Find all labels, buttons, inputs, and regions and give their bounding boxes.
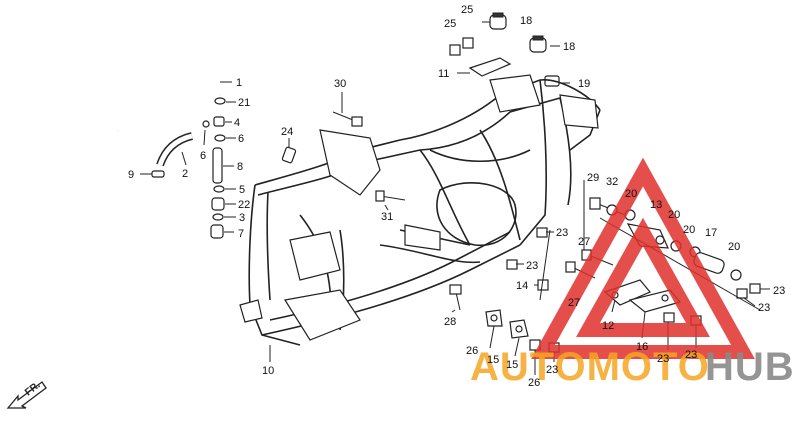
callout-15b: 15 xyxy=(506,359,518,371)
nut-23b xyxy=(506,259,518,270)
callout-23e: 23 xyxy=(546,364,558,376)
pin-24 xyxy=(281,146,297,164)
cap-18-mid xyxy=(529,35,547,53)
callout-32: 32 xyxy=(606,176,618,188)
callout-5: 5 xyxy=(239,184,245,196)
callout-20c: 20 xyxy=(683,224,695,236)
callout-9: 9 xyxy=(128,169,134,181)
callout-6a: 6 xyxy=(200,150,206,162)
callout-4: 4 xyxy=(234,117,240,129)
bolt-25a xyxy=(449,44,461,56)
callout-23f: 23 xyxy=(657,353,669,365)
callout-12: 12 xyxy=(602,320,614,332)
callout-16: 16 xyxy=(636,341,648,353)
callout-21: 21 xyxy=(238,97,250,109)
callout-22: 22 xyxy=(238,199,250,211)
callout-6b: 6 xyxy=(238,133,244,145)
nut-23a xyxy=(536,227,548,238)
callout-19: 19 xyxy=(578,78,590,90)
bracket-11 xyxy=(468,57,512,77)
callout-8: 8 xyxy=(237,161,243,173)
callout-27a: 27 xyxy=(578,236,590,248)
callout-13: 13 xyxy=(650,199,662,211)
callout-1: 1 xyxy=(236,77,242,89)
callout-26a: 26 xyxy=(466,345,478,357)
bolt-28 xyxy=(449,284,462,311)
callout-2: 2 xyxy=(182,168,188,180)
callout-14: 14 xyxy=(516,280,528,292)
watermark-text-automoto: AUTOMOTO xyxy=(470,345,710,389)
callout-23b: 23 xyxy=(526,260,538,272)
callout-23a: 23 xyxy=(556,227,568,239)
callout-25a: 25 xyxy=(444,18,456,30)
callout-23g: 23 xyxy=(685,349,697,361)
callout-3: 3 xyxy=(239,212,245,224)
watermark-logo: AUTOMOTO HUB xyxy=(470,157,795,389)
clip-5 xyxy=(213,185,225,193)
collar-20d xyxy=(730,269,742,281)
callout-20a: 20 xyxy=(625,188,637,200)
callout-7: 7 xyxy=(238,228,244,240)
watermark-text-hub: HUB xyxy=(705,345,795,389)
clip-3 xyxy=(212,213,224,221)
callout-25b: 25 xyxy=(461,4,473,16)
tube-8 xyxy=(212,147,223,184)
callout-31: 31 xyxy=(381,211,393,223)
leader-lines xyxy=(140,21,770,375)
bracket-15b xyxy=(509,319,529,339)
callout-10: 10 xyxy=(262,365,274,377)
clip-9 xyxy=(151,170,165,178)
callout-28: 28 xyxy=(444,316,456,328)
joint-4 xyxy=(202,116,225,128)
nut-23-right2 xyxy=(736,288,748,299)
callout-20d: 20 xyxy=(728,241,740,253)
hose-2 xyxy=(156,132,194,167)
hose-clip-21 xyxy=(214,97,226,105)
callout-26b: 26 xyxy=(528,377,540,389)
cap-22 xyxy=(211,197,225,211)
callout-18a: 18 xyxy=(520,15,532,27)
callout-18b: 18 xyxy=(563,41,575,53)
callout-27b: 27 xyxy=(568,297,580,309)
callout-24: 24 xyxy=(281,126,293,138)
bolt-30 xyxy=(332,111,363,127)
hose-1 xyxy=(116,79,225,133)
callout-23d: 23 xyxy=(758,302,770,314)
bracket-15a xyxy=(485,309,503,327)
bolt-25b xyxy=(462,37,474,49)
frame-10 xyxy=(239,74,601,346)
callout-23c: 23 xyxy=(773,285,785,297)
callout-15a: 15 xyxy=(487,354,499,366)
nut-23-right1 xyxy=(749,283,761,294)
callout-20b: 20 xyxy=(668,209,680,221)
callout-labels: 1 21 4 6 6 8 5 22 3 7 9 2 24 30 25 25 18… xyxy=(128,4,785,389)
nut-23-low1 xyxy=(663,312,675,323)
clip-6 xyxy=(214,134,226,142)
left-down-arrow-icon: FR. xyxy=(6,380,47,409)
callout-29: 29 xyxy=(587,172,599,184)
callout-11: 11 xyxy=(438,68,449,80)
callout-30: 30 xyxy=(334,78,346,90)
callout-17: 17 xyxy=(705,227,717,239)
filter-7 xyxy=(210,224,224,239)
bolt-31 xyxy=(375,190,406,202)
cap-18-top xyxy=(489,12,507,30)
